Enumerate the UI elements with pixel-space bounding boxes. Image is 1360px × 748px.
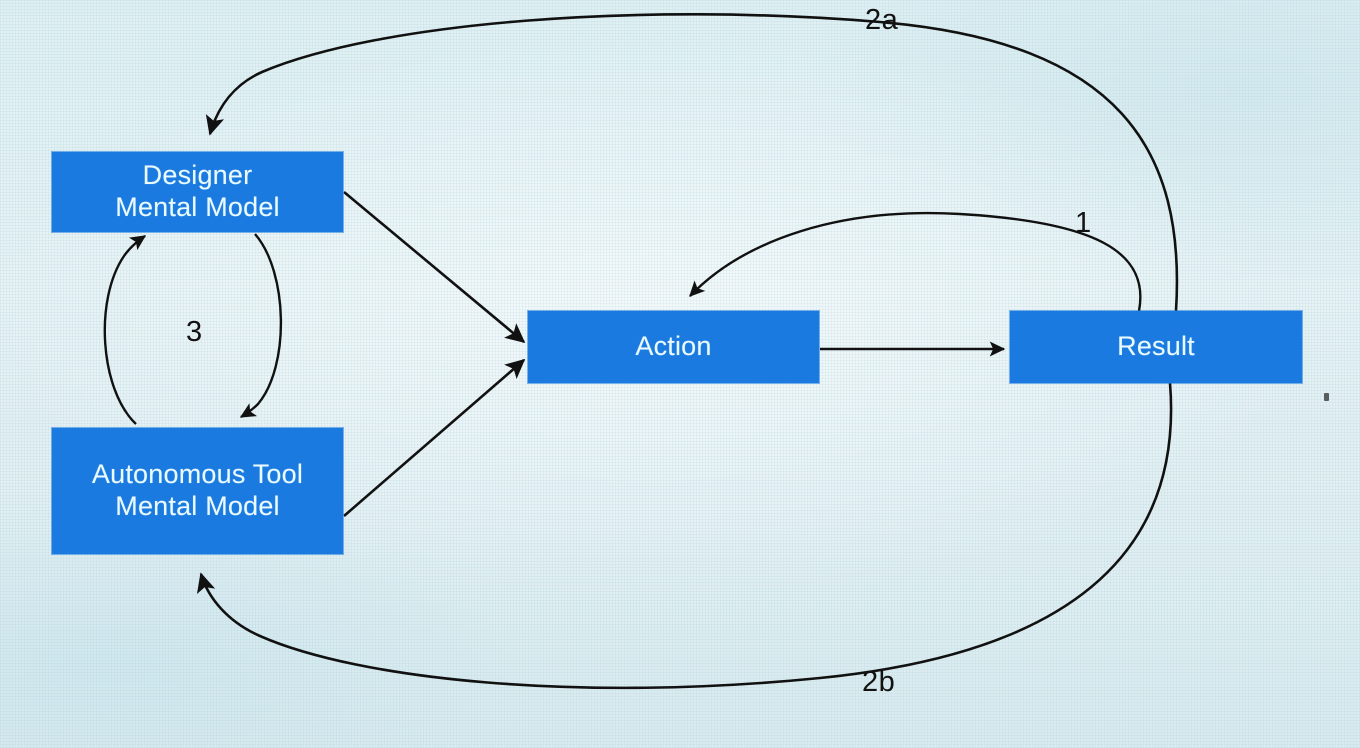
edge-designer-to-action [343, 191, 526, 344]
edge-label-1: 1 [1075, 207, 1092, 239]
edge-autotool-to-designer-3 [103, 235, 147, 425]
edge-autotool-to-action [343, 358, 526, 517]
node-result-label: Result [1117, 331, 1195, 362]
edge-label-3: 3 [186, 316, 203, 348]
node-autonomous-tool-mental-model-label: Autonomous Tool Mental Model [91, 459, 304, 521]
node-designer-mental-model-label: Designer Mental Model [115, 160, 280, 222]
edge-result-to-designer-2a [205, 13, 1179, 312]
scan-artifact-speck [1324, 393, 1329, 401]
edge-designer-to-autotool-3 [239, 233, 283, 419]
node-autonomous-tool-mental-model[interactable]: Autonomous Tool Mental Model [52, 428, 343, 554]
node-result[interactable]: Result [1010, 311, 1302, 383]
edge-label-2a: 2a [865, 4, 899, 36]
edge-label-2b: 2b [862, 666, 896, 698]
node-designer-mental-model[interactable]: Designer Mental Model [52, 152, 343, 232]
edge-result-to-autotool-2b [196, 382, 1173, 690]
edge-result-to-action-1 [689, 211, 1142, 312]
node-action-label: Action [635, 331, 712, 362]
node-action[interactable]: Action [528, 311, 819, 383]
